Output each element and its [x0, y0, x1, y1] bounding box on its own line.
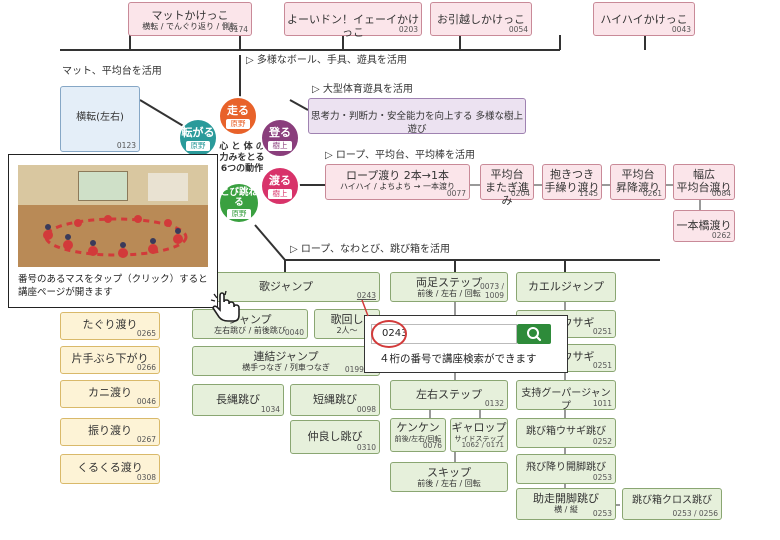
course-box-habahiro[interactable]: 幅広 平均台渡り 0084 — [673, 164, 735, 200]
course-box-ryoashi-step[interactable]: 両足ステップ 前後 / 左右 / 回転 0073 / 1009 — [390, 272, 508, 302]
video-popup: 番号のあるマスをタップ（クリック）すると講座ページが開きます — [8, 154, 218, 308]
course-box-tobibako-usagi[interactable]: 跳び箱ウサギ跳び 0252 — [516, 418, 616, 448]
course-box-katate[interactable]: 片手ぶら下がり 0266 — [60, 346, 160, 374]
course-box-mijikanawa[interactable]: 短縄跳び 0098 — [290, 384, 380, 416]
course-box-renketsu[interactable]: 連結ジャンプ 横手つなぎ / 列車つなぎ 0199 / 0 — [192, 346, 380, 376]
course-box-guppa[interactable]: 支持グーパージャンプ 1011 — [516, 380, 616, 412]
course-box-kani[interactable]: カニ渡り 0046 — [60, 380, 160, 408]
search-value-highlight — [371, 320, 407, 348]
course-box-naganawa[interactable]: 長縄跳び 1034 — [192, 384, 284, 416]
circle-roll[interactable]: 転がる 原野 — [178, 118, 218, 158]
course-box-rope-watari[interactable]: ロープ渡り 2本→1本 ハイハイ / よちよち → 一本渡り 0077 — [325, 164, 470, 200]
course-box-heikindai-shoko[interactable]: 平均台 昇降渡り 0261 — [610, 164, 666, 200]
hand-pointer-icon — [210, 290, 240, 322]
course-box-yoidon-kakekko[interactable]: よーいドン！イェーイかけっこ 0203 — [284, 2, 422, 39]
course-box-furi[interactable]: 振り渡り 0267 — [60, 418, 160, 446]
course-box-jump[interactable]: ジャンプ 左右跳び / 前後跳び 0040 — [192, 309, 308, 339]
children-circle-illustration — [43, 215, 188, 258]
search-popup-pointer — [361, 300, 369, 317]
branch-label-mat: マット、平均台を活用 — [62, 66, 162, 77]
branch-label-large: ▷ 大型体育遊具を活用 — [312, 84, 413, 95]
circle-cross[interactable]: 渡る 樹上 — [260, 166, 300, 206]
course-box-kaeru-jump[interactable]: カエルジャンプ — [516, 272, 616, 302]
circle-run[interactable]: 走る 原野 — [218, 96, 258, 136]
center-caption: 心 と 体 の 力みをとる 6つの動作 — [219, 142, 265, 174]
course-box-yokoten[interactable]: 横転(左右) 0123 — [60, 86, 140, 152]
video-thumbnail[interactable] — [18, 165, 208, 267]
branch-label-balls: ▷ 多様なボール、手具、遊具を活用 — [246, 55, 407, 66]
course-box-taguri[interactable]: たぐり渡り 0265 — [60, 312, 160, 340]
course-box-tree-play[interactable]: 思考力・判断力・安全能力を向上する 多様な樹上遊び — [308, 98, 526, 135]
circle-climb[interactable]: 登る 樹上 — [260, 118, 300, 158]
search-popup: 0243 ４桁の番号で講座検索ができます — [364, 315, 568, 373]
branch-label-rope-box: ▷ ロープ、なわとび、跳び箱を活用 — [290, 244, 450, 255]
course-box-kenken[interactable]: ケンケン 前後/左右/回転 0076 — [390, 418, 446, 452]
course-box-dakitsuki[interactable]: 抱きつき 手繰り渡り 1145 — [542, 164, 602, 200]
course-box-sayu-step[interactable]: 左右ステップ 0132 — [390, 380, 508, 410]
course-box-ohikkoshi-kakekko[interactable]: お引越しかけっこ 0054 — [430, 2, 532, 36]
course-box-josou-kaikyaku[interactable]: 助走開脚跳び 横 / 縦 0253 — [516, 488, 616, 520]
branch-label-rope-beam: ▷ ロープ、平均台、平均棒を活用 — [325, 150, 475, 161]
course-box-kurukuru[interactable]: くるくる渡り 0308 — [60, 454, 160, 484]
course-box-nakayoshi[interactable]: 仲良し跳び 0310 — [290, 420, 380, 454]
circle-jump[interactable]: とび跳ねる 原野 — [218, 182, 260, 224]
search-icon — [527, 327, 542, 342]
search-hint: ４桁の番号で講座検索ができます — [379, 353, 537, 365]
course-box-heikindai-matagi[interactable]: 平均台 またぎ進み 0204 — [480, 164, 534, 207]
video-popup-caption: 番号のあるマスをタップ（クリック）すると講座ページが開きます — [18, 274, 208, 298]
course-box-skip[interactable]: スキップ 前後 / 左右 / 回転 — [390, 462, 508, 492]
course-box-ipponbashi[interactable]: 一本橋渡り 0262 — [673, 210, 735, 242]
course-box-mat-kakekko[interactable]: マットかけっこ 横転 / でんぐり返り / 側転 0174 — [128, 2, 252, 36]
course-box-gallop[interactable]: ギャロップ サイドステップ 1062 / 0171 — [450, 418, 508, 452]
course-box-cross-tobi[interactable]: 跳び箱クロス跳び 0253 / 0256 — [622, 488, 722, 520]
course-box-haihai-kakekko[interactable]: ハイハイかけっこ 0043 — [593, 2, 695, 36]
search-button[interactable] — [517, 324, 551, 344]
course-box-tobiori[interactable]: 飛び降り開脚跳び 0253 — [516, 454, 616, 484]
